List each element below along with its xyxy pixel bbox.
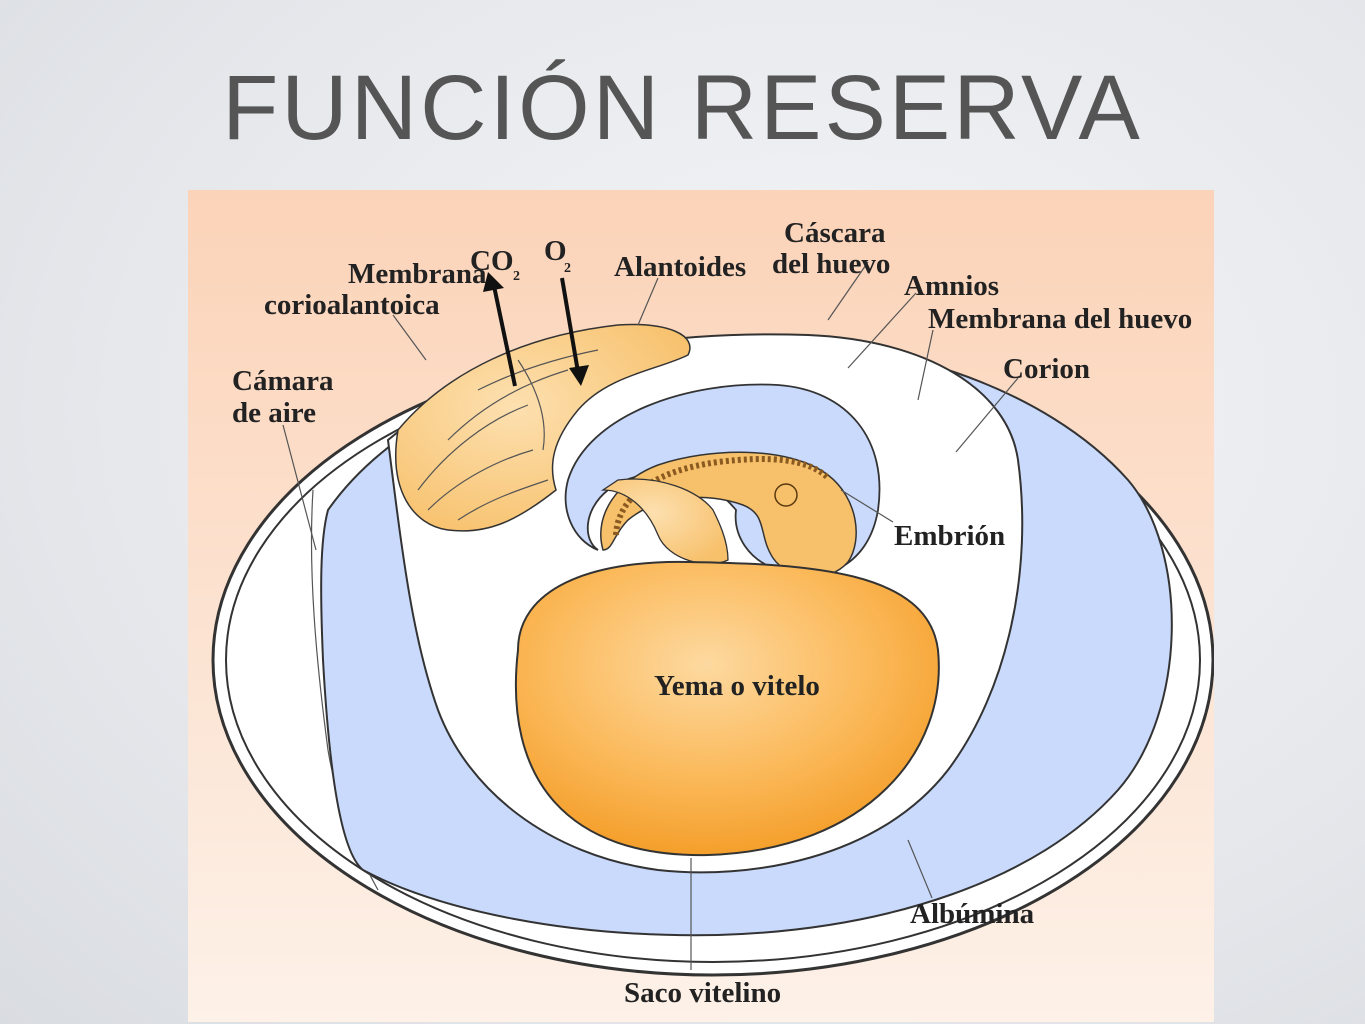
label-embrion: Embrión (894, 520, 1005, 552)
label-cascara-2: del huevo (772, 248, 890, 280)
allantois-veins (417, 349, 599, 521)
embryo-eye (774, 483, 798, 507)
label-saco: Saco vitelino (624, 977, 781, 1009)
co2-arrow (483, 272, 517, 387)
label-camara-1: Cámara (232, 365, 334, 397)
yolk-sac (514, 560, 940, 857)
label-amnios: Amnios (904, 270, 999, 302)
label-o2-sub: 2 (564, 261, 571, 276)
label-alantoides: Alantoides (614, 251, 746, 283)
label-albumina: Albúmina (910, 898, 1035, 930)
embryo-somites (613, 456, 831, 536)
label-corion: Corion (1003, 353, 1090, 385)
yolk-stalk (600, 478, 729, 565)
slide-title: FUNCIÓN RESERVA (222, 57, 1143, 159)
label-membrana-1: Membrana (348, 258, 487, 290)
leader-lines (282, 261, 1019, 970)
label-membrana-2: corioalantoica (264, 289, 440, 321)
egg-diagram: Membrana corioalantoica Cámara de aire C… (188, 190, 1214, 1022)
label-co2: CO (470, 245, 514, 277)
label-membrana-huevo: Membrana del huevo (928, 303, 1192, 335)
label-camara-2: de aire (232, 397, 316, 429)
egg-diagram-svg: Membrana corioalantoica Cámara de aire C… (188, 190, 1214, 1022)
o2-arrow (560, 277, 589, 386)
label-o2: O (544, 235, 567, 267)
label-yema: Yema o vitelo (654, 670, 820, 702)
label-co2-sub: 2 (513, 269, 520, 284)
diagram-labels: Membrana corioalantoica Cámara de aire C… (232, 217, 1192, 1009)
label-cascara-1: Cáscara (784, 217, 886, 249)
